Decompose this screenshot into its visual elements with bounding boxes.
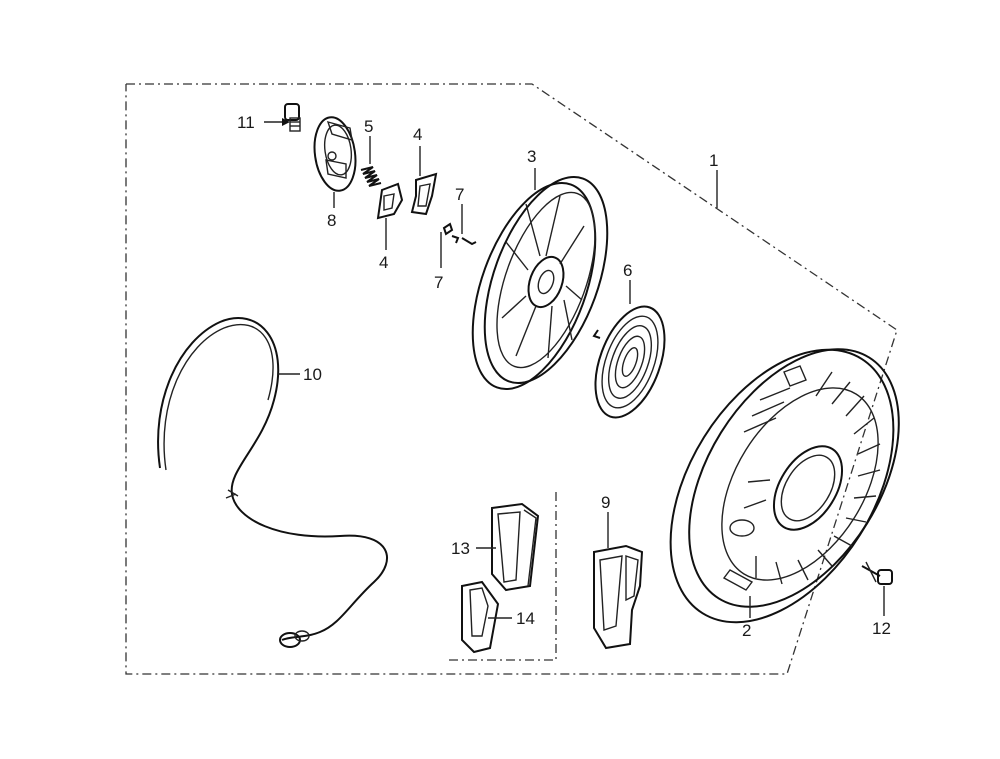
part-12-bolt [861,561,893,585]
part-4-pawl-upper [410,172,438,216]
callout-4-upper: 4 [413,125,422,144]
leader-11-arrow [282,118,290,126]
kit-boundary [446,492,557,661]
callout-14: 14 [516,609,535,628]
callout-10: 10 [303,365,322,384]
part-14-grip-cap [461,580,500,654]
part-8-ratchet [313,116,357,192]
callout-8: 8 [327,211,336,230]
callout-13: 13 [451,539,470,558]
callout-9: 9 [601,493,610,512]
part-10-rope [157,317,388,648]
part-6-recoil-spring [592,305,666,419]
part-9-rope-guide [593,544,644,650]
callout-6: 6 [623,261,632,280]
assembly-boundary [125,83,898,675]
callout-5: 5 [364,117,373,136]
callout-2: 2 [742,621,751,640]
callout-7-lower: 7 [434,273,443,292]
callout-11: 11 [237,113,255,132]
part-11-bolt [284,103,301,132]
callout-1: 1 [709,151,718,170]
part-3-reel [471,175,609,391]
callout-3: 3 [527,147,536,166]
part-5-spring [360,166,382,187]
part-13-grip [491,502,540,592]
part-7-return-spring [442,222,477,246]
callout-12: 12 [872,619,891,638]
part-2-case [669,348,900,624]
callout-4-lower: 4 [379,253,388,272]
part-4-pawl-lower [376,182,404,220]
callout-7-upper: 7 [455,185,464,204]
